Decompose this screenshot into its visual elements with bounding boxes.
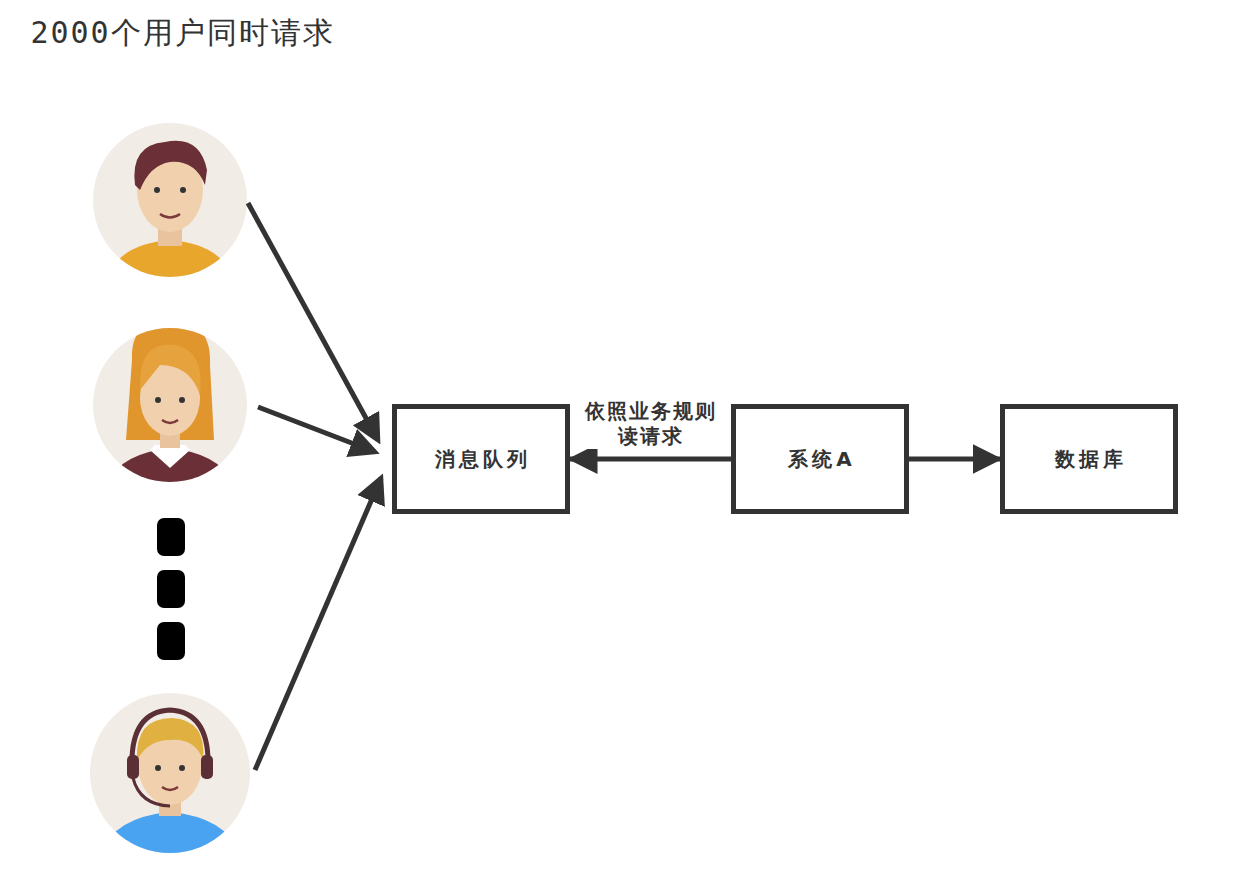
flow-arrow: [909, 457, 1000, 462]
flow-arrow: [570, 457, 731, 462]
user-avatar: [93, 123, 247, 290]
user-arrow: [255, 478, 381, 770]
box-label: 数据库: [1051, 446, 1127, 473]
ellipsis-dot: [157, 622, 185, 660]
process-box: 数据库: [1000, 404, 1178, 514]
user-avatar: [93, 320, 247, 495]
edge-label: 依照业务规则读请求: [576, 399, 726, 449]
user-avatar: [90, 693, 250, 860]
process-box: 系统A: [731, 404, 909, 514]
ellipsis-dot: [157, 570, 185, 608]
user-arrow: [248, 203, 378, 440]
box-label: 消息队列: [431, 446, 531, 473]
box-label: 系统A: [784, 446, 855, 473]
diagram-title: 2000个用户同时请求: [10, 14, 355, 52]
ellipsis-dot: [157, 518, 185, 556]
process-box: 消息队列: [392, 404, 570, 514]
user-arrow: [258, 407, 375, 452]
